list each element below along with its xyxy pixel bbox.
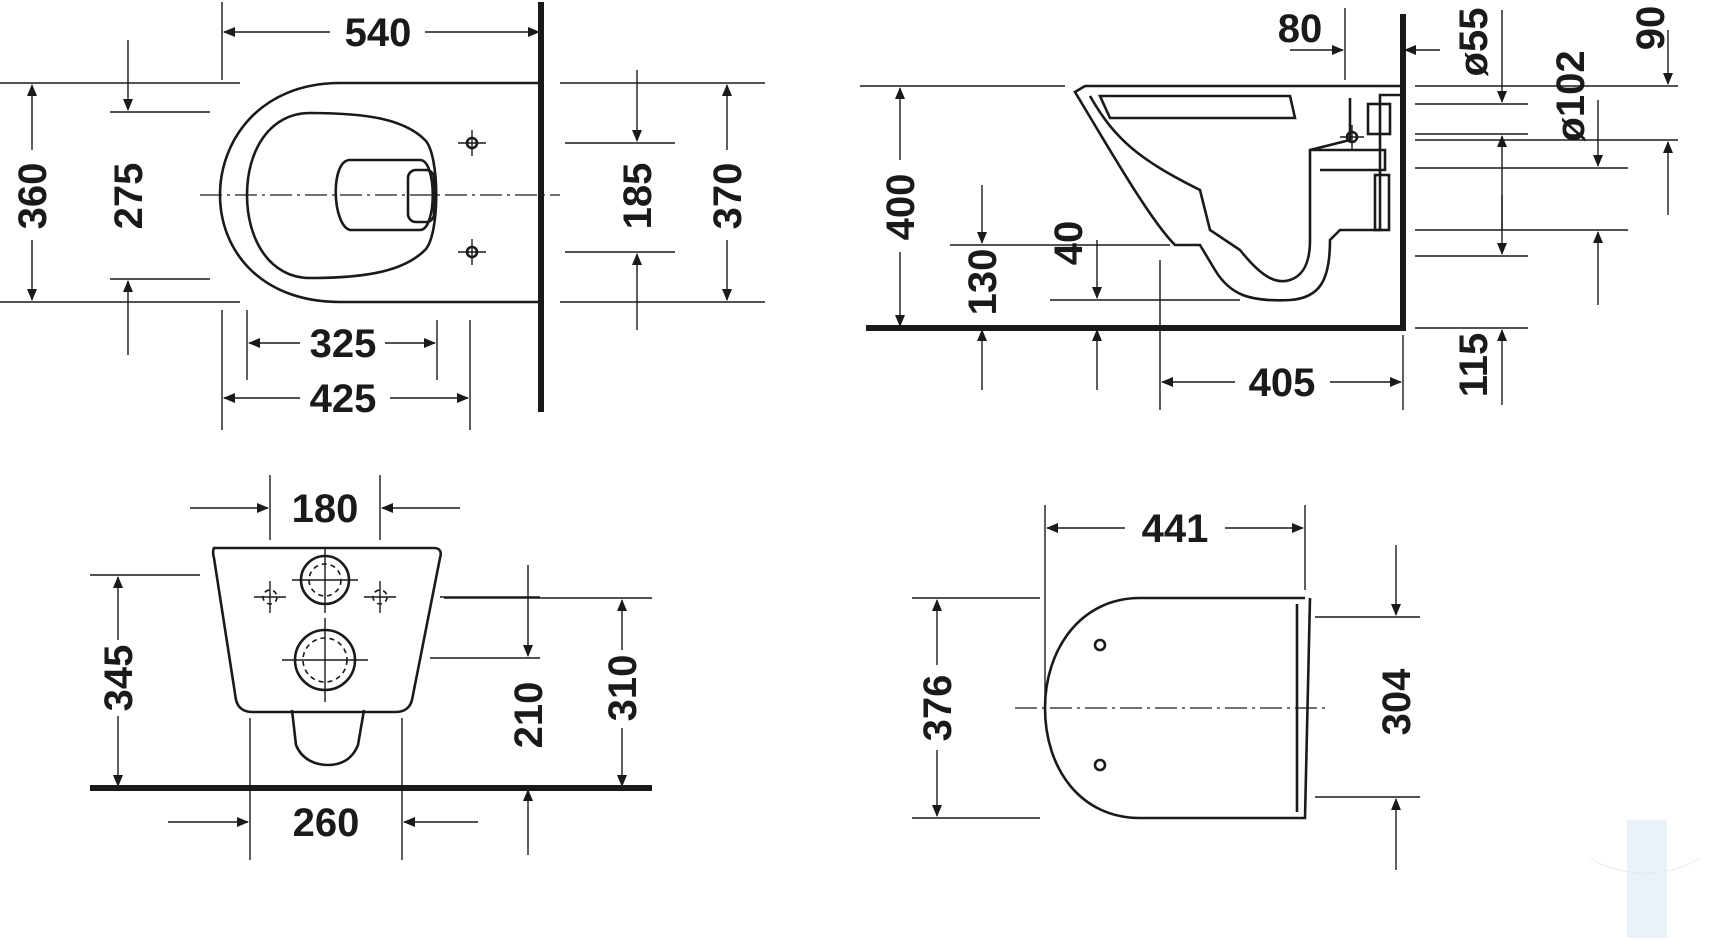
top-view-outlet (406, 168, 436, 224)
dim-210: 210 (507, 682, 551, 749)
dim-180: 180 (292, 487, 359, 531)
dim-441: 441 (1142, 507, 1209, 551)
dim-260: 260 (293, 801, 360, 845)
dim-90: 90 (1629, 6, 1673, 51)
dim-dia102: ø102 (1549, 50, 1593, 141)
dim-310: 310 (601, 655, 645, 722)
side-view-seat (1097, 94, 1297, 120)
dim-275: 275 (107, 163, 151, 230)
dim-80: 80 (1278, 7, 1323, 51)
top-view-bowl-outline (218, 81, 540, 304)
rear-view: 180 345 210 310 260 (90, 475, 652, 860)
dim-dia55: ø55 (1452, 8, 1496, 77)
dim-304: 304 (1375, 668, 1419, 735)
side-view-bowl-outline (1073, 84, 1403, 302)
dim-370: 370 (706, 163, 750, 230)
side-view: 80 ø55 ø102 90 400 130 40 405 115 (860, 6, 1678, 410)
top-view-bowl-opening (245, 111, 438, 280)
side-view-support (1373, 173, 1391, 232)
dim-405: 405 (1249, 361, 1316, 405)
seat-hinge-hole-2 (1093, 758, 1107, 772)
seat-view: 441 376 304 (912, 505, 1420, 870)
rear-view-spout (290, 709, 366, 767)
side-view-inner-bowl (1088, 95, 1352, 283)
dim-345: 345 (97, 645, 141, 712)
dim-400: 400 (879, 174, 923, 241)
dim-185: 185 (616, 163, 660, 230)
dim-376: 376 (916, 675, 960, 742)
side-view-outlet (1310, 148, 1387, 172)
side-view-connector (1366, 102, 1392, 136)
seat-hinge-hole-1 (1093, 638, 1107, 652)
watermark-logo (1589, 820, 1701, 938)
dim-360: 360 (11, 163, 55, 230)
dim-325: 325 (310, 322, 377, 366)
dim-40: 40 (1047, 221, 1091, 266)
dim-130: 130 (961, 249, 1005, 316)
top-view: 540 360 275 185 370 325 425 (0, 2, 765, 430)
dim-540: 540 (345, 11, 412, 55)
dim-115: 115 (1452, 333, 1496, 398)
rear-view-back-plate (211, 546, 443, 714)
dim-425: 425 (310, 377, 377, 421)
